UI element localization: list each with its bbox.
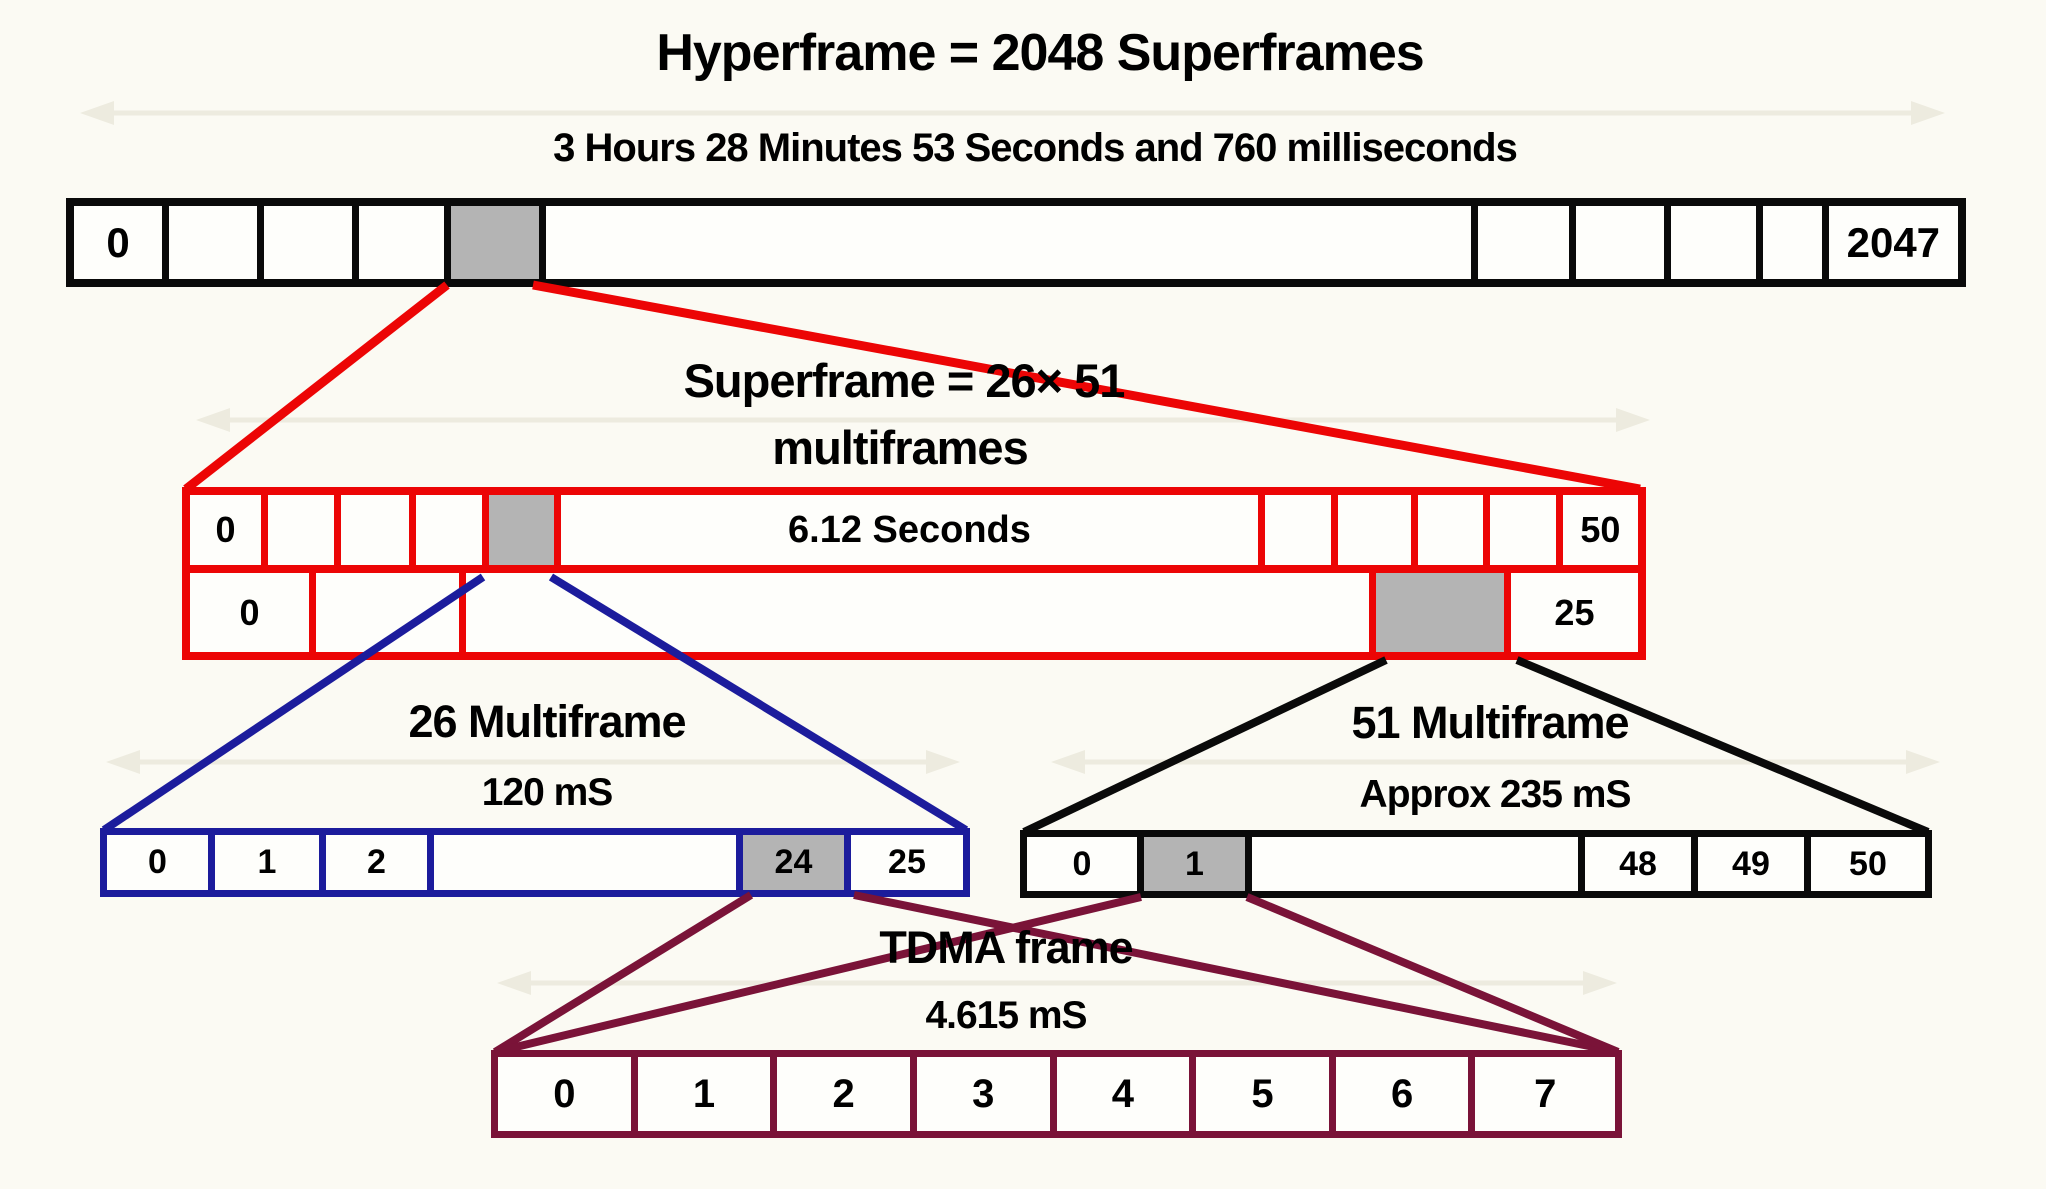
- superframe51-cell: [268, 495, 341, 565]
- superframe26-selected-cell: [1375, 573, 1511, 652]
- hyperframe-selected-cell: [450, 206, 546, 279]
- superframe51-cell: [1338, 495, 1418, 565]
- superframe-box: 0 6.12 Seconds 50 0 25: [182, 487, 1646, 660]
- hyperframe-cell-0: 0: [74, 206, 169, 279]
- tdma-cell-7: 7: [1534, 1071, 1557, 1116]
- mf51-cell-0: 0: [1027, 837, 1144, 891]
- superframe26-cell-ellipsis: [466, 573, 1376, 652]
- multiframe51-duration-label: Approx 235 mS: [1359, 773, 1632, 816]
- connector-superframe-to-51multiframe-left: [1022, 656, 1388, 836]
- hyperframe-title: Hyperframe = 2048 Superframes: [656, 24, 1424, 82]
- multiframe51-span-arrow: [1051, 750, 1940, 774]
- mf26-cell-1: 1: [215, 835, 326, 890]
- superframe-title-line2: multiframes: [772, 421, 1028, 474]
- mf26-cell-ellipsis: [434, 835, 743, 890]
- superframe26-cell: [316, 573, 466, 652]
- mf51-cell-50: 50: [1849, 844, 1887, 883]
- tdma-span-arrow: [497, 971, 1617, 995]
- superframe-duration-cell: 6.12 Seconds: [561, 495, 1265, 565]
- hyperframe-cell: [359, 206, 451, 279]
- tdma-cell-1: 1: [638, 1057, 778, 1131]
- tdma-title: TDMA frame: [879, 922, 1133, 973]
- multiframe26-duration-label: 120 mS: [481, 771, 614, 814]
- hyperframe-cell: [1576, 206, 1671, 279]
- mf51-cell-49: 49: [1698, 837, 1811, 891]
- multiframe26-bar: 0 1 2 24 25: [100, 828, 970, 897]
- mf26-cell-0: 0: [107, 835, 215, 890]
- hyperframe-cell-ellipsis: [546, 206, 1478, 279]
- connector-26multiframe-to-tdma-left: [492, 891, 754, 1056]
- superframe26-cell-25: 25: [1554, 591, 1595, 633]
- mf26-cell-2: 2: [326, 835, 434, 890]
- hyperframe-cell: [1671, 206, 1763, 279]
- connector-51multiframe-to-tdma-right: [1245, 893, 1620, 1056]
- mf26-selected-cell-24: 24: [742, 835, 851, 890]
- mf51-cell-48: 48: [1585, 837, 1698, 891]
- superframe-26-row: 0 25: [190, 573, 1638, 652]
- superframe51-cell: [1418, 495, 1490, 565]
- multiframe51-bar: 0 1 48 49 50: [1020, 830, 1932, 898]
- tdma-cell-0: 0: [498, 1057, 638, 1131]
- hyperframe-cell: [169, 206, 264, 279]
- superframe51-selected-cell: [488, 495, 561, 565]
- tdma-cell-4: 4: [1057, 1057, 1197, 1131]
- superframe51-cell-50: 50: [1580, 509, 1621, 550]
- superframe51-cell-0: 0: [190, 495, 268, 565]
- tdma-cell-6: 6: [1336, 1057, 1476, 1131]
- tdma-duration-label: 4.615 mS: [925, 994, 1087, 1037]
- tdma-cell-2: 2: [777, 1057, 917, 1131]
- superframe26-cell-0: 0: [190, 573, 316, 652]
- multiframe26-title: 26 Multiframe: [408, 696, 686, 747]
- multiframe51-title: 51 Multiframe: [1351, 697, 1629, 748]
- mf51-selected-cell-1: 1: [1144, 837, 1252, 891]
- hyperframe-duration-label: 3 Hours 28 Minutes 53 Seconds and 760 mi…: [553, 126, 1518, 170]
- tdma-frame-bar: 0 1 2 3 4 5 6 7: [491, 1050, 1622, 1138]
- hyperframe-cell: [1478, 206, 1576, 279]
- hyperframe-cell-2047: 2047: [1846, 218, 1941, 266]
- hyperframe-cell: [1763, 206, 1829, 279]
- hyperframe-span-arrow: [80, 101, 1945, 125]
- mf26-cell-25: 25: [888, 843, 926, 881]
- superframe51-cell: [416, 495, 489, 565]
- superframe51-cell: [1490, 495, 1563, 565]
- tdma-cell-5: 5: [1196, 1057, 1336, 1131]
- hyperframe-cell: [264, 206, 359, 279]
- mf51-cell-ellipsis: [1252, 837, 1585, 891]
- connector-hyperframe-to-superframe-left: [183, 281, 450, 493]
- superframe-title-line1: Superframe = 26× 51: [683, 354, 1126, 407]
- superframe51-cell: [1265, 495, 1338, 565]
- hyperframe-bar: 0 2047: [66, 198, 1966, 287]
- tdma-cell-3: 3: [917, 1057, 1057, 1131]
- superframe-51-row: 0 6.12 Seconds 50: [190, 495, 1638, 573]
- superframe51-cell: [341, 495, 416, 565]
